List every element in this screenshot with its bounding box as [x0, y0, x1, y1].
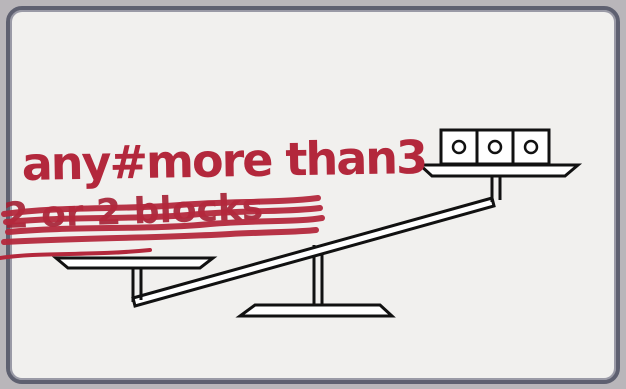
scale-base	[240, 305, 392, 316]
block-hole	[489, 141, 501, 153]
left-pan	[56, 258, 213, 268]
right-pan-blocks	[441, 130, 549, 164]
crossed-out-label: 2 or 2 blocks	[0, 187, 322, 258]
right-pan	[420, 165, 578, 176]
block-hole	[525, 141, 537, 153]
block-hole	[453, 141, 465, 153]
correction-text: any#more than3	[21, 130, 426, 191]
